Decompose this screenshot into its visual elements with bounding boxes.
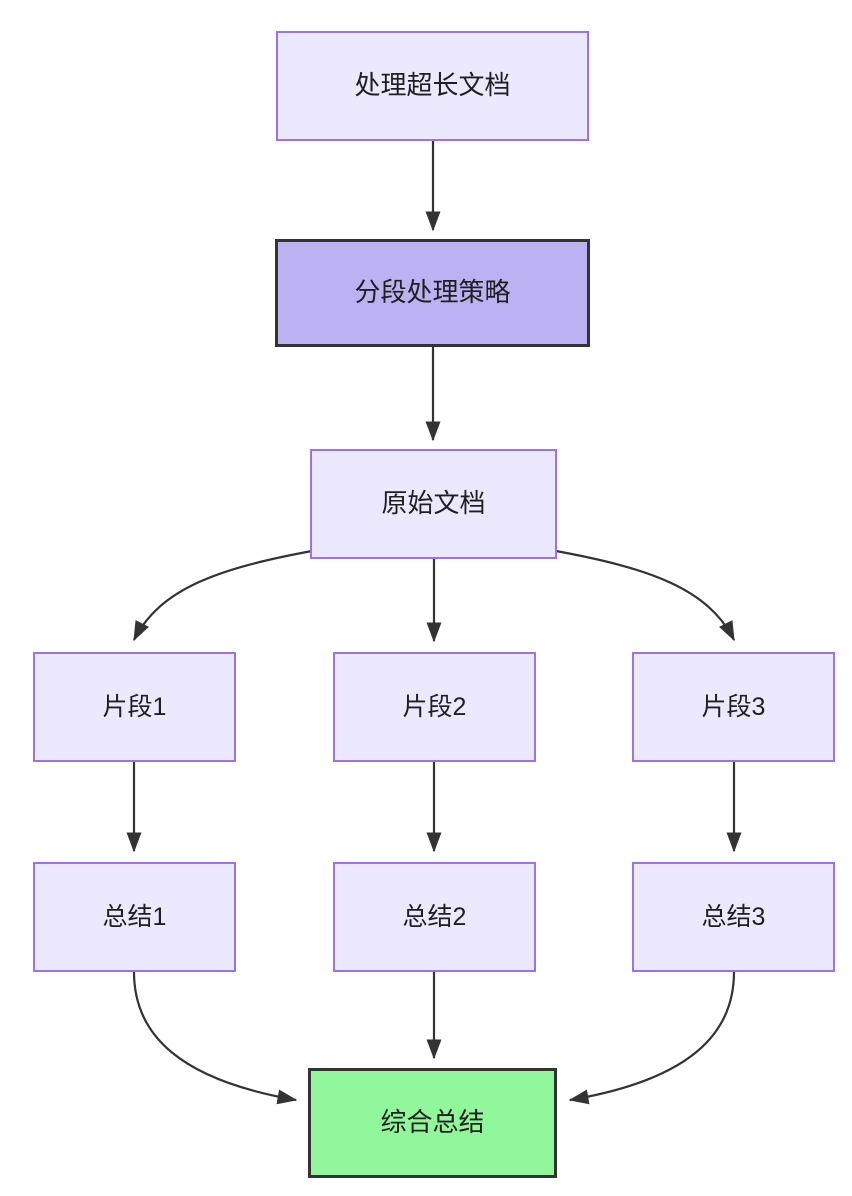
node-summary-2[interactable]: 总结2 (333, 862, 536, 972)
node-label: 总结1 (102, 903, 167, 931)
node-label: 总结3 (701, 903, 766, 931)
edge-n7-n10 (132, 971, 298, 1105)
node-label: 综合总结 (380, 1107, 485, 1138)
node-label: 片段2 (402, 693, 467, 721)
node-final-summary[interactable]: 综合总结 (308, 1068, 557, 1178)
node-label: 片段1 (102, 693, 167, 721)
node-fragment-2[interactable]: 片段2 (333, 652, 536, 762)
node-label: 总结2 (402, 903, 467, 931)
node-label: 片段3 (701, 693, 766, 721)
edge-n3-n6 (555, 549, 735, 642)
node-summary-1[interactable]: 总结1 (33, 862, 236, 972)
node-fragment-1[interactable]: 片段1 (33, 652, 236, 762)
node-fragment-3[interactable]: 片段3 (632, 652, 835, 762)
node-label: 分段处理策略 (354, 277, 511, 308)
edge-n3-n4 (133, 549, 313, 642)
node-label: 原始文档 (381, 488, 486, 519)
node-original-document[interactable]: 原始文档 (310, 449, 557, 559)
node-process-long-document[interactable]: 处理超长文档 (276, 31, 589, 141)
node-chunking-strategy[interactable]: 分段处理策略 (275, 239, 590, 347)
node-label: 处理超长文档 (354, 70, 511, 101)
node-summary-3[interactable]: 总结3 (632, 862, 835, 972)
edge-n9-n10 (568, 971, 736, 1105)
